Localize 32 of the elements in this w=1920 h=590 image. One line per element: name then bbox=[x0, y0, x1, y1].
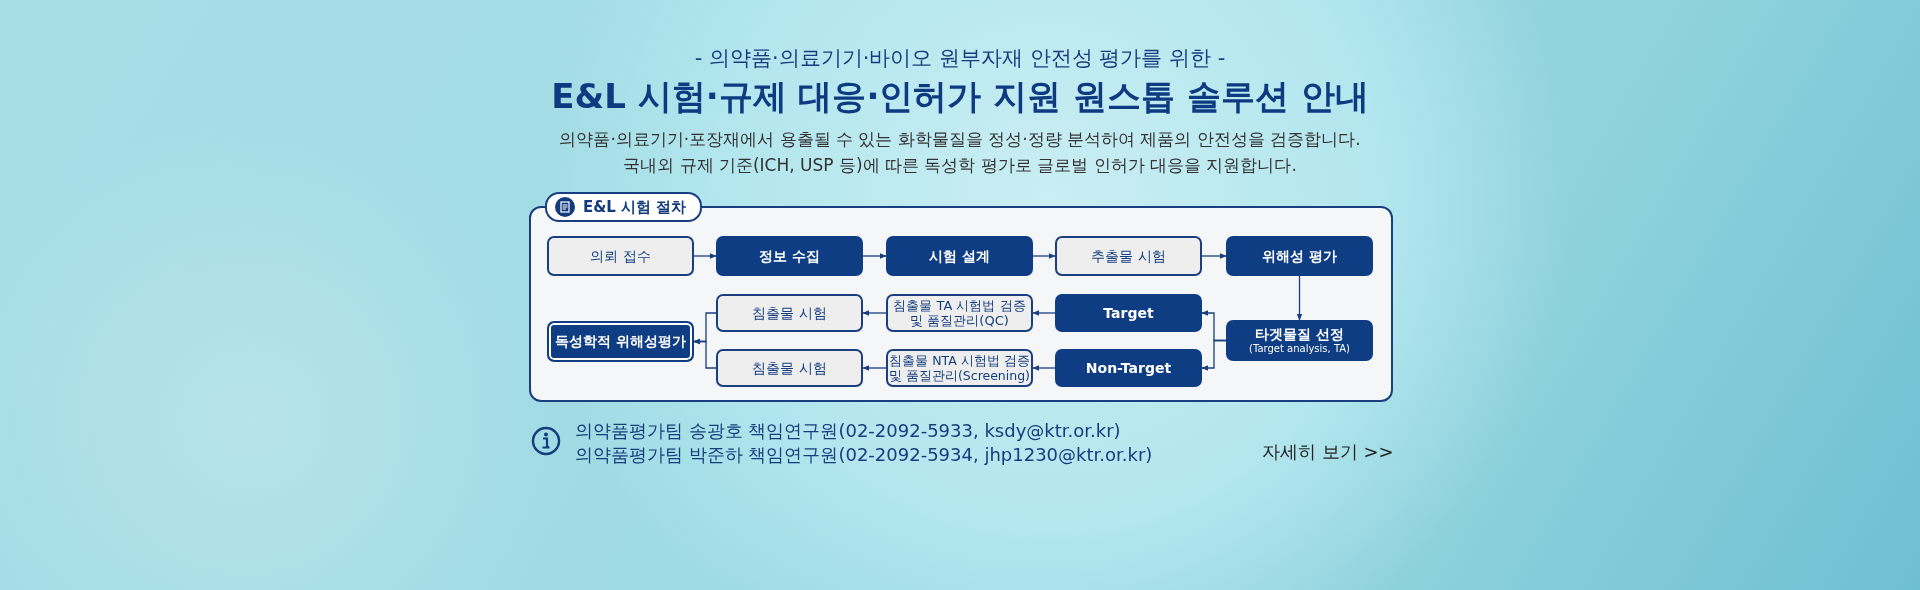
process-box: Non-Target bbox=[1055, 349, 1202, 387]
process-box: 침출물 시험 bbox=[716, 349, 863, 387]
arrow bbox=[1296, 275, 1303, 321]
process-box: 독성학적 위해성평가 bbox=[547, 321, 694, 362]
description-text: 의약품·의료기기·포장재에서 용출될 수 있는 화학물질을 정성·정량 분석하여 제품의 안전성을 검증합니다. bbox=[559, 129, 1361, 149]
process-box: 침출물 TA 시험법 검증 및 품질관리(QC) bbox=[886, 294, 1033, 332]
process-box: Target bbox=[1055, 294, 1202, 332]
arrow bbox=[1032, 253, 1056, 259]
arrow bbox=[1201, 253, 1227, 259]
contact-text: 의약품평가팀 박준하 책임연구원(02-2092-5934, jhp1230@ktr.or.kr) bbox=[575, 444, 1153, 465]
arrow bbox=[1032, 365, 1056, 371]
process-box: 타겟물질 선정 (Target analysis, TA) bbox=[1226, 320, 1373, 361]
more-link: 자세히 보기 >> bbox=[1262, 441, 1394, 462]
arrow bbox=[862, 310, 887, 316]
process-box: 정보 수집 bbox=[716, 236, 863, 276]
panel-heading: E&L 시험 절차 bbox=[545, 192, 703, 222]
process-box: 침출물 NTA 시험법 검증 및 품질관리(Screening) bbox=[886, 349, 1033, 387]
subtitle: - 의약품·의료기기·바이오 원부자재 안전성 평가를 위한 - bbox=[694, 46, 1226, 70]
process-box: 추출물 시험 bbox=[1055, 236, 1202, 276]
arrow bbox=[693, 253, 717, 259]
description-text: 국내외 규제 기준(ICH, USP 등)에 따른 독성학 평가로 글로벌 인허가 대응을 지원합니다. bbox=[623, 155, 1297, 175]
process-box: 위해성 평가 bbox=[1226, 236, 1373, 276]
process-box: 침출물 시험 bbox=[716, 294, 863, 332]
contact-text: 의약품평가팀 송광호 책임연구원(02-2092-5933, ksdy@ktr.or.kr) bbox=[575, 420, 1121, 441]
process-box: 시험 설계 bbox=[886, 236, 1033, 276]
arrow bbox=[862, 365, 887, 371]
arrow bbox=[693, 338, 717, 369]
arrow bbox=[1201, 339, 1227, 371]
title: E&L 시험·규제 대응·인허가 지원 원스톱 솔루션 안내 bbox=[551, 76, 1369, 116]
arrow bbox=[1032, 310, 1056, 316]
process-box: 의뢰 접수 bbox=[547, 236, 694, 276]
arrow bbox=[862, 253, 887, 259]
